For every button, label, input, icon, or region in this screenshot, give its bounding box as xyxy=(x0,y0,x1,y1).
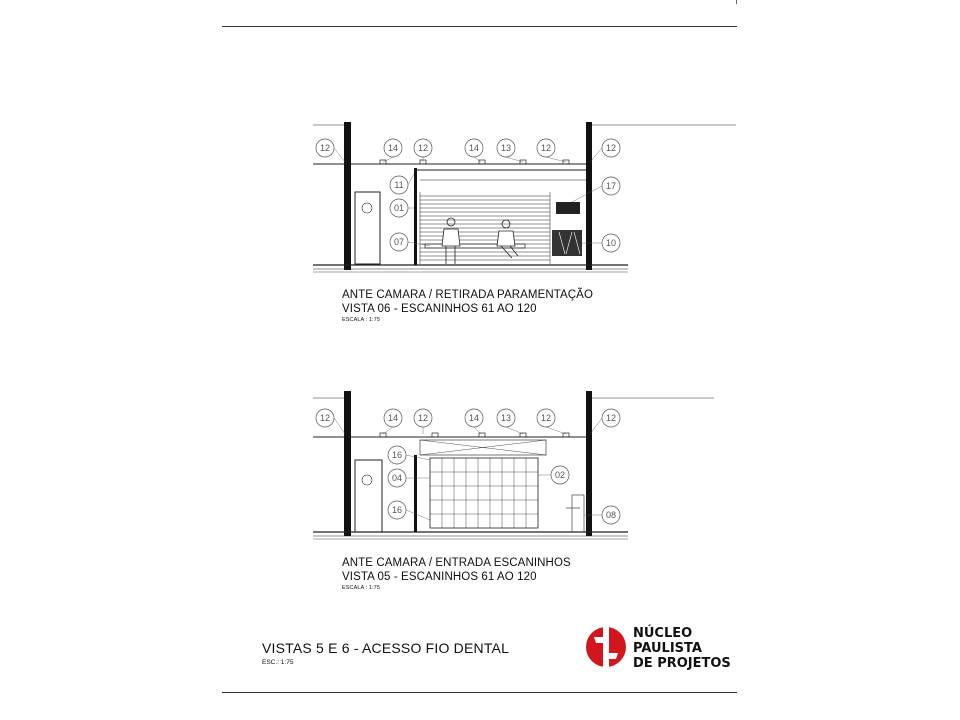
vista-06-title: ANTE CAMARA / RETIRADA PARAMENTAÇÃO xyxy=(342,289,594,301)
sheet-scale: ESC.: 1:75 xyxy=(262,659,294,666)
vista-06-scale: ESCALA : 1:75 xyxy=(342,317,380,323)
vista-05-caption: ANTE CAMARA / ENTRADA ESCANINHOS VISTA 0… xyxy=(342,556,571,592)
tag-label: 12 xyxy=(418,143,428,153)
locker-grid xyxy=(429,457,539,529)
vista-06-elevation xyxy=(313,122,736,273)
tag-label: 12 xyxy=(606,143,616,153)
ceiling-fixtures xyxy=(379,432,570,438)
vista-06-subtitle: VISTA 06 - ESCANINHOS 61 AO 120 xyxy=(342,303,537,315)
tag-label: 17 xyxy=(606,181,616,191)
person-figure xyxy=(496,219,519,259)
tag-label: 11 xyxy=(394,180,403,190)
tag-label: 16 xyxy=(392,505,402,515)
sheet-title: VISTAS 5 E 6 - ACESSO FIO DENTAL xyxy=(262,640,510,656)
ceiling-fixtures xyxy=(379,159,570,165)
tag-label: 14 xyxy=(388,413,398,423)
bottom-border-line xyxy=(222,692,737,693)
tag-label: 04 xyxy=(392,473,402,483)
tag-label: 14 xyxy=(388,143,398,153)
tag-label: 07 xyxy=(394,237,404,247)
vista-05-subtitle: VISTA 05 - ESCANINHOS 61 AO 120 xyxy=(342,571,537,583)
nucleo-paulista-logo-icon xyxy=(586,627,626,667)
tag-label: 12 xyxy=(320,413,330,423)
tag-label: 12 xyxy=(320,143,330,153)
slat-panel xyxy=(419,192,551,264)
locker-cells xyxy=(430,458,538,528)
tag-label: 12 xyxy=(418,413,428,423)
vista-05-tags xyxy=(315,408,621,525)
vista-06-tag-labels: 12 14 12 14 13 12 12 11 01 07 17 10 xyxy=(320,143,616,248)
vista-05-title: ANTE CAMARA / ENTRADA ESCANINHOS xyxy=(342,557,571,569)
tag-label: 12 xyxy=(541,413,551,423)
vista-06-caption: ANTE CAMARA / RETIRADA PARAMENTAÇÃO VIST… xyxy=(342,288,593,324)
tag-label: 13 xyxy=(501,143,511,153)
tag-label: 12 xyxy=(606,413,616,423)
vista-05-elevation xyxy=(313,391,714,540)
vista-06-tags xyxy=(315,138,621,253)
tag-label: 14 xyxy=(469,413,479,423)
vista-05-tag-labels: 12 14 12 14 13 12 12 16 04 16 02 08 xyxy=(320,413,616,520)
vista-05-scale: ESCALA : 1:75 xyxy=(342,585,380,591)
tag-label: 14 xyxy=(469,143,479,153)
tag-label: 13 xyxy=(501,413,511,423)
tag-label: 16 xyxy=(392,450,402,460)
tag-label: 12 xyxy=(541,143,551,153)
tag-label: 01 xyxy=(394,203,404,213)
logo-line-3: DE PROJETOS xyxy=(633,656,731,671)
top-border-line xyxy=(222,26,737,27)
logo-line-1: NÚCLEO xyxy=(633,626,693,641)
logo-wordmark: NÚCLEO PAULISTA DE PROJETOS xyxy=(633,626,731,671)
corner-tick xyxy=(736,0,737,4)
logo-line-2: PAULISTA xyxy=(633,641,702,656)
tag-label: 02 xyxy=(555,470,565,480)
tag-label: 08 xyxy=(606,510,616,520)
tag-label: 10 xyxy=(606,238,616,248)
person-figure xyxy=(441,217,461,264)
